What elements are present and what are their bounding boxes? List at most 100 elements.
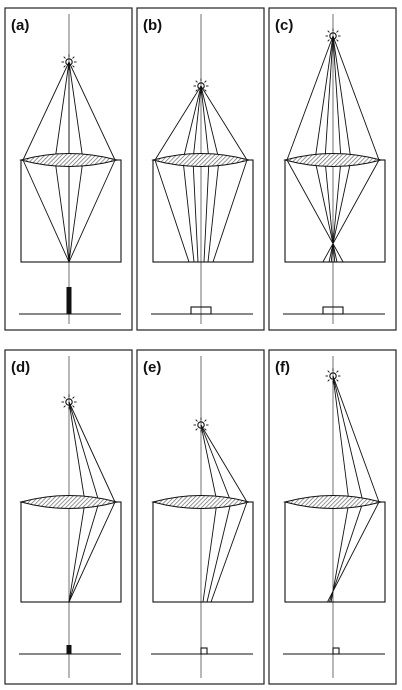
light-ray-tick	[327, 379, 330, 382]
light-ray-tick	[327, 370, 330, 373]
light-ray-tick	[63, 405, 66, 408]
light-ray-tick	[204, 419, 207, 422]
light-ray	[286, 35, 334, 161]
light-ray	[192, 159, 199, 263]
spot-marker	[66, 287, 72, 314]
light-ray	[322, 159, 380, 263]
spot-marker	[66, 645, 72, 654]
light-ray	[68, 61, 116, 161]
lens-icon	[19, 153, 119, 167]
lens-icon	[19, 495, 119, 509]
light-ray	[68, 61, 84, 161]
spot-marker	[200, 647, 208, 655]
light-source-bulb	[197, 82, 205, 90]
light-ray-tick	[195, 428, 198, 431]
lens-icon	[283, 153, 383, 167]
panel-frame	[4, 349, 133, 685]
panel-frame	[136, 7, 265, 331]
light-ray	[68, 401, 86, 503]
light-ray	[154, 85, 202, 161]
light-ray	[68, 401, 116, 503]
light-ray	[68, 501, 86, 603]
panel-label: (b)	[143, 17, 162, 34]
light-ray	[182, 85, 202, 161]
light-ray	[328, 501, 364, 603]
panel-label: (a)	[11, 17, 29, 34]
panel-frame	[4, 7, 133, 331]
light-ray-tick	[195, 419, 198, 422]
light-ray-tick	[336, 370, 339, 373]
light-ray	[22, 61, 70, 161]
panel-label: (c)	[275, 17, 293, 34]
light-ray-tick	[195, 80, 198, 83]
panel-label: (f)	[275, 359, 290, 376]
light-source-bulb	[65, 398, 73, 406]
light-ray	[68, 401, 100, 503]
light-source-bulb	[329, 32, 337, 40]
light-ray-tick	[336, 30, 339, 33]
light-ray	[200, 85, 220, 161]
light-ray	[200, 424, 218, 503]
panel-frame	[268, 7, 397, 331]
light-ray	[54, 61, 70, 161]
light-ray	[68, 159, 84, 263]
light-ray	[68, 501, 100, 603]
light-ray-tick	[327, 39, 330, 42]
light-ray	[68, 501, 116, 603]
spot-marker	[322, 306, 344, 315]
light-ray	[182, 159, 195, 263]
light-source-bulb	[197, 421, 205, 429]
light-ray	[314, 35, 334, 161]
light-ray-tick	[63, 65, 66, 68]
light-ray-tick	[72, 65, 75, 68]
light-ray	[68, 159, 116, 263]
light-ray-tick	[336, 39, 339, 42]
lens-icon	[151, 153, 251, 167]
light-ray	[192, 85, 202, 161]
light-ray	[200, 424, 232, 503]
panel-f: (f)	[268, 349, 397, 685]
light-ray	[200, 424, 248, 503]
panels-group: (a) (b) (c) (d) (e) (f)	[4, 7, 397, 685]
panel-label: (e)	[143, 359, 161, 376]
light-source-icon	[193, 417, 209, 433]
light-ray-tick	[72, 405, 75, 408]
light-ray	[330, 501, 350, 603]
light-ray-tick	[336, 379, 339, 382]
light-source-icon	[325, 368, 341, 384]
light-ray	[332, 375, 350, 503]
light-ray	[324, 35, 334, 161]
light-ray-tick	[204, 89, 207, 92]
light-ray	[22, 159, 70, 263]
light-ray	[327, 501, 380, 603]
light-ray-tick	[204, 80, 207, 83]
light-ray	[207, 159, 220, 263]
light-ray-tick	[195, 89, 198, 92]
panel-frame	[268, 349, 397, 685]
panel-d: (d)	[4, 349, 133, 685]
light-ray	[54, 159, 70, 263]
light-source-icon	[325, 28, 341, 44]
light-ray	[200, 85, 210, 161]
light-source-bulb	[65, 58, 73, 66]
light-ray-tick	[63, 396, 66, 399]
light-source-icon	[61, 394, 77, 410]
light-source-bulb	[329, 372, 337, 380]
spot-marker	[190, 306, 212, 315]
light-source-icon	[61, 54, 77, 70]
light-ray	[203, 159, 210, 263]
panel-c: (c)	[268, 7, 397, 331]
light-ray-tick	[63, 56, 66, 59]
light-ray	[332, 35, 342, 161]
light-ray	[202, 501, 218, 603]
lens-icon	[283, 495, 383, 509]
light-ray	[332, 375, 380, 503]
light-ray	[154, 159, 190, 263]
light-ray	[212, 159, 248, 263]
light-ray	[200, 85, 248, 161]
light-ray-tick	[72, 56, 75, 59]
light-source-icon	[193, 78, 209, 94]
light-ray-tick	[204, 428, 207, 431]
light-ray	[332, 375, 364, 503]
